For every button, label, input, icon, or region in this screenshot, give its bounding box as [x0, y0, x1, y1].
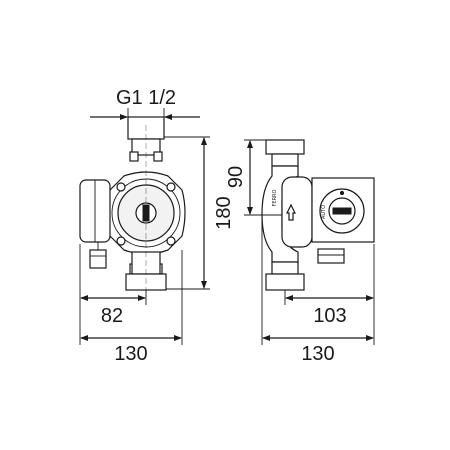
- height-90-label: 90: [225, 166, 247, 188]
- top-nut-right: [153, 151, 163, 162]
- dial-slot-icon: [332, 207, 352, 215]
- dial-mode-text: AUTO: [321, 205, 327, 219]
- width-130-side-label: 130: [301, 343, 334, 365]
- top-nut-left: [129, 151, 139, 162]
- thread-size-label: G1 1/2: [116, 87, 176, 109]
- side-cable-gland: [317, 248, 345, 264]
- front-view: [79, 116, 186, 300]
- top-port-neck: [131, 138, 161, 156]
- bolt-icon: [116, 236, 126, 246]
- height-180-label: 180: [213, 196, 235, 229]
- width-130-front-label: 130: [114, 343, 147, 365]
- cable-gland: [89, 249, 107, 269]
- nameplate-text: FERRO: [272, 189, 278, 206]
- offset-82-label: 82: [101, 305, 123, 327]
- depth-103-label: 103: [313, 305, 346, 327]
- bolt-icon: [166, 236, 176, 246]
- dial-pin-icon: [339, 190, 345, 196]
- side-top-flange: [265, 139, 305, 155]
- motor-housing: [281, 176, 313, 248]
- front-dimensions: G1 1/2 180 82 130: [79, 87, 235, 365]
- bolt-icon: [166, 182, 176, 192]
- flow-arrow-icon: [286, 203, 296, 221]
- side-bottom-neck: [271, 261, 299, 275]
- side-top-neck: [271, 153, 299, 167]
- housing-ring-outer: [111, 178, 181, 248]
- side-view: FERRO AUTO: [261, 139, 375, 291]
- side-bottom-flange: [265, 273, 305, 291]
- side-dimensions: 90 103 130: [225, 139, 375, 365]
- bolt-icon: [116, 182, 126, 192]
- shaft-slot-icon: [142, 204, 150, 222]
